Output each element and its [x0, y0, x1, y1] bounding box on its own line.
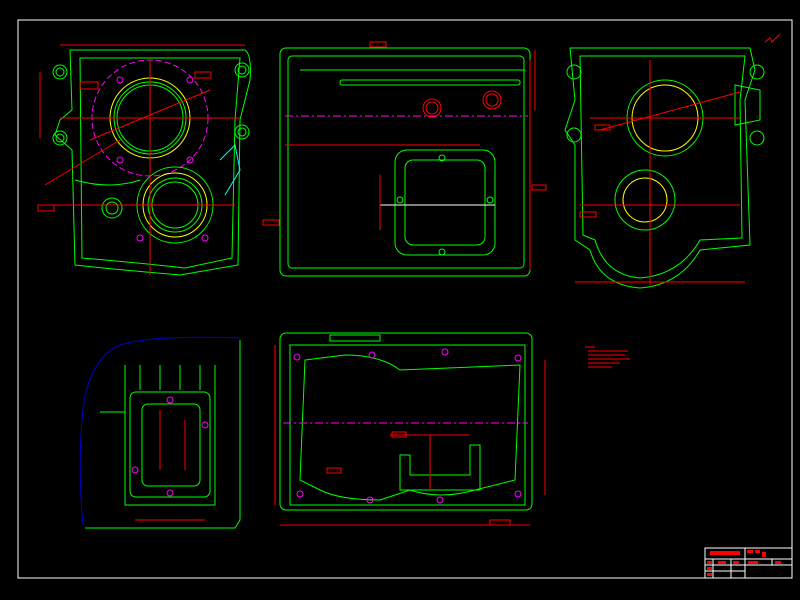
partial-view [79, 336, 241, 529]
bottom-view [274, 332, 546, 526]
title-block [704, 547, 793, 579]
drawing-border [17, 19, 793, 579]
side-view [564, 33, 781, 289]
top-view [262, 41, 547, 277]
front-view [37, 44, 251, 276]
technical-notes [585, 346, 630, 368]
